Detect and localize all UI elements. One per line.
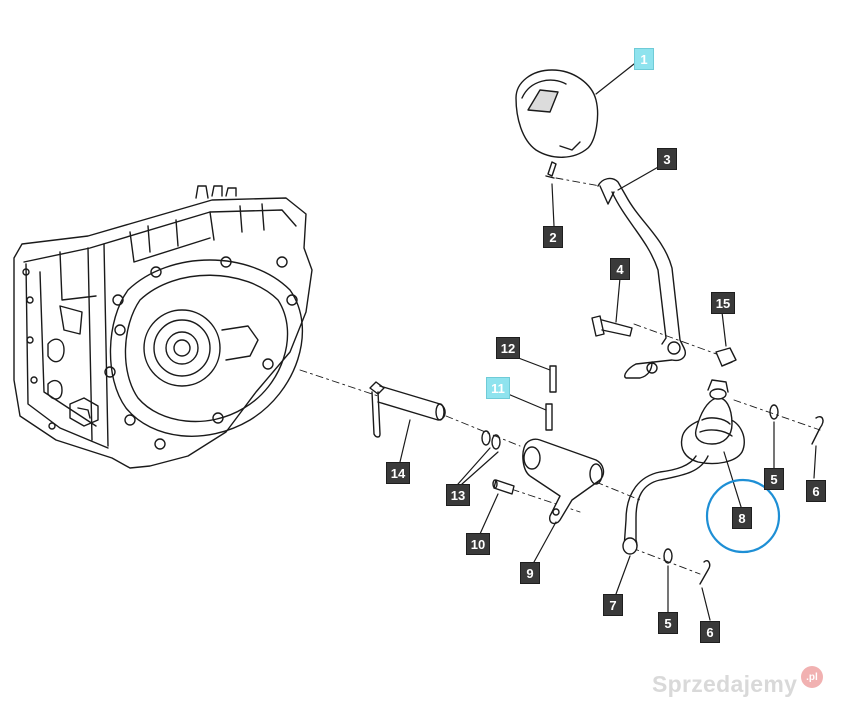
callout-8[interactable]: 8 [732,507,752,529]
shift-knob [515,69,599,158]
shift-lever [597,177,686,379]
watermark-badge: .pl [801,666,823,688]
small-pin [492,479,515,495]
callout-2[interactable]: 2 [543,226,563,248]
callout-11[interactable]: 11 [486,377,510,399]
callout-12[interactable]: 12 [496,337,520,359]
callout-5a[interactable]: 5 [764,468,784,490]
selector-arm [522,438,605,525]
callout-6b[interactable]: 6 [700,621,720,643]
washers [663,404,779,564]
highlight-ring [705,478,781,554]
callout-3[interactable]: 3 [657,148,677,170]
shift-rod [369,381,446,438]
roll-pin [545,161,557,179]
spring-clips [699,416,824,585]
callout-14[interactable]: 14 [386,462,410,484]
spring-pins [545,365,557,431]
o-rings [481,430,501,450]
callout-4[interactable]: 4 [610,258,630,280]
bushing [715,347,737,367]
callout-10[interactable]: 10 [466,533,490,555]
callout-6a[interactable]: 6 [806,480,826,502]
callout-13[interactable]: 13 [446,484,470,506]
bolt [591,315,633,337]
selector-lever [622,455,709,555]
callout-5b[interactable]: 5 [658,612,678,634]
callout-1[interactable]: 1 [634,48,654,70]
gearbox-housing [13,185,313,469]
watermark-text: Sprzedajemy [652,671,798,697]
callout-7[interactable]: 7 [603,594,623,616]
callout-15[interactable]: 15 [711,292,735,314]
callout-9[interactable]: 9 [520,562,540,584]
selector-boot [680,379,745,465]
leader-lines [399,63,817,621]
